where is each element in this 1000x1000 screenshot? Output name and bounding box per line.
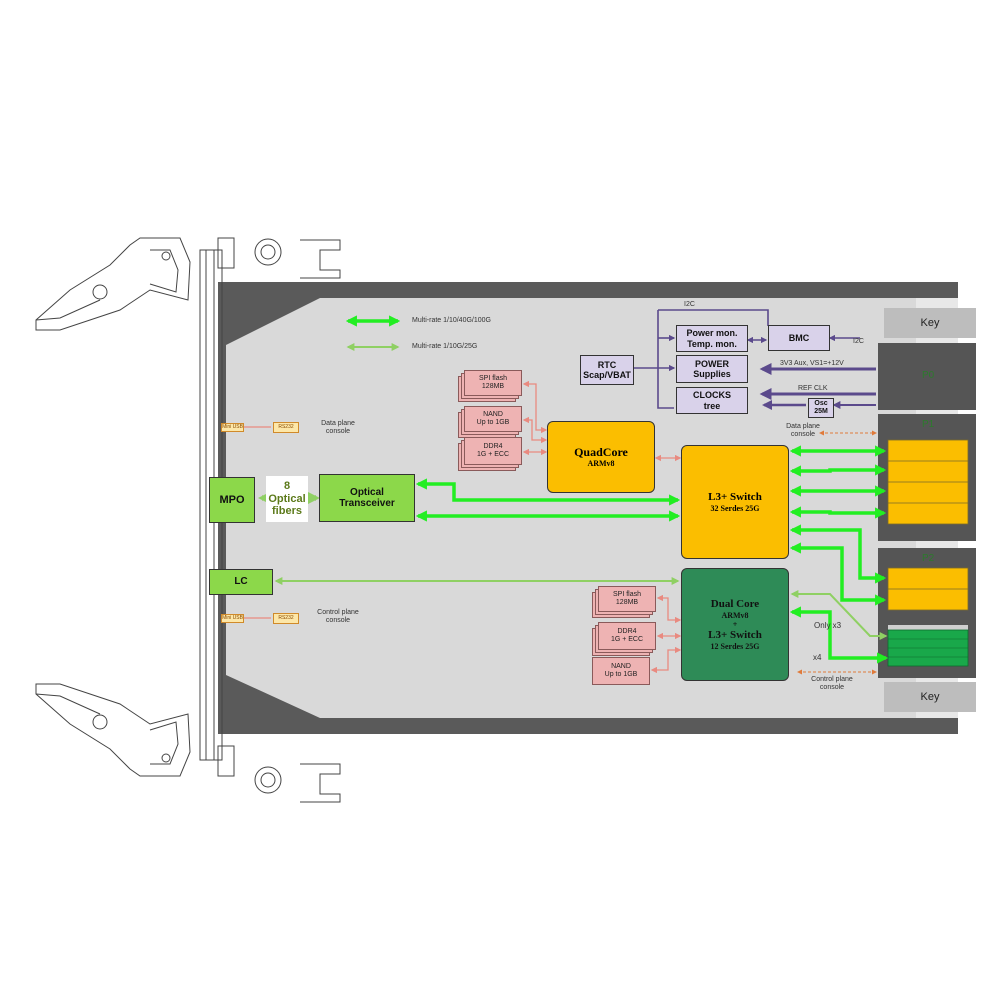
- mini-usb-data: Mini USB: [221, 423, 244, 432]
- p0-label: P0: [922, 370, 935, 381]
- optical-fibers-label: 8 Optical fibers: [266, 476, 308, 522]
- mini-usb-control: Mini USB: [221, 614, 244, 623]
- x4-note: x4: [813, 653, 822, 662]
- p1-label: P1: [922, 419, 935, 430]
- only-x3-note: Only x3: [814, 621, 842, 630]
- legend-fast-label: Multi-rate 1/10/40G/100G: [412, 317, 491, 324]
- i2c-top-label: I2C: [684, 301, 695, 308]
- quadcore-cpu: QuadCore ARMv8: [547, 421, 655, 493]
- faceplate-handles: [35, 237, 341, 803]
- rs232-control: RS232: [273, 613, 299, 624]
- lc-connector: LC: [209, 569, 273, 595]
- key-top: Key: [884, 308, 976, 338]
- l3-switch: L3+ Switch 32 Serdes 25G: [681, 445, 789, 559]
- mpo-connector: MPO: [209, 477, 255, 523]
- high-speed-links: [415, 445, 889, 664]
- management-lines: [634, 309, 876, 410]
- power-input-label: 3V3 Aux, VS1=+12V: [780, 360, 844, 367]
- i2c-side-label: I2C: [853, 338, 864, 345]
- dualcore-switch: Dual Core ARMv8 + L3+ Switch 12 Serdes 2…: [681, 568, 789, 681]
- key-bottom: Key: [884, 682, 976, 712]
- memory-links: [244, 380, 682, 674]
- power-monitor-block: Power mon.Temp. mon.: [676, 325, 748, 352]
- backplane-connectors: [878, 308, 976, 712]
- rs232-data: RS232: [273, 422, 299, 433]
- legend-slow-label: Multi-rate 1/10G/25G: [412, 343, 478, 350]
- p2-label: P2: [922, 553, 935, 564]
- ref-clk-label: REF CLK: [798, 385, 828, 392]
- bmc-block: BMC: [768, 325, 830, 351]
